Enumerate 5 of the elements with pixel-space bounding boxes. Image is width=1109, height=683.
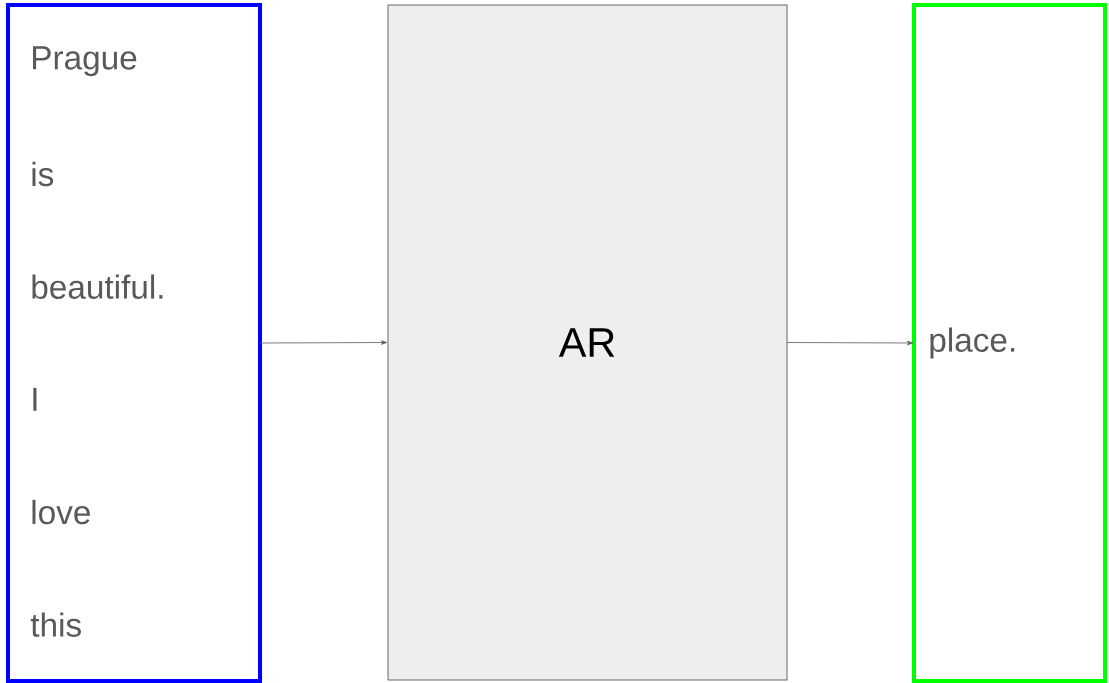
word-column-box: Prague is beautiful. I love this xyxy=(6,3,262,683)
arrow xyxy=(786,340,914,346)
output-box: place. xyxy=(912,3,1107,683)
model-box: AR xyxy=(387,4,788,681)
arrow xyxy=(259,340,388,345)
